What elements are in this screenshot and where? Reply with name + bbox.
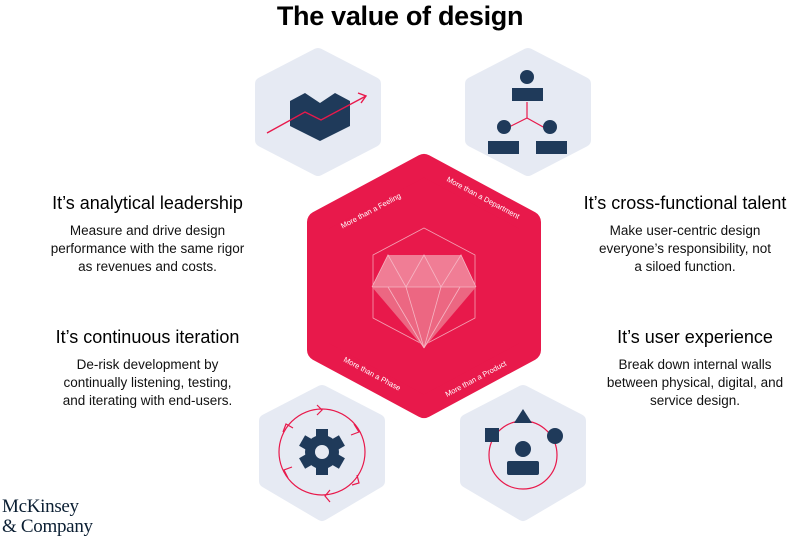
body-line: performance with the same rigor [50, 241, 245, 256]
growth-chart-icon [266, 92, 368, 141]
pillar-heading: It’s user experience [617, 327, 773, 347]
mckinsey-logo: McKinsey & Company [2, 497, 93, 537]
body-line: De-risk development by [76, 357, 219, 372]
pillar-body: Measure and drive design performance wit… [20, 222, 275, 276]
body-line: as revenues and costs. [78, 259, 217, 274]
body-line: a siloed function. [634, 259, 736, 274]
team-hierarchy-icon [488, 70, 567, 154]
pillar-heading: It’s cross-functional talent [583, 193, 787, 213]
pillar-continuous-iteration: It’s continuous iteration De-risk develo… [20, 326, 275, 410]
diamond-icon [371, 254, 477, 349]
body-line: and iterating with end-users. [62, 393, 233, 408]
body-line: between physical, digital, and [606, 375, 784, 390]
pillar-body: De-risk development by continually liste… [20, 356, 275, 410]
body-line: continually listening, testing, [63, 375, 232, 390]
logo-line1: McKinsey [2, 496, 79, 517]
pillar-body: Break down internal walls between physic… [570, 356, 800, 410]
body-line: Break down internal walls [618, 357, 772, 372]
pillar-analytical-leadership: It’s analytical leadership Measure and d… [20, 192, 275, 276]
pillar-cross-functional-talent: It’s cross-functional talent Make user-c… [560, 192, 800, 276]
body-line: Measure and drive design [69, 223, 226, 238]
body-line: Make user-centric design [609, 223, 761, 238]
user-experience-icon [485, 409, 563, 490]
gear-cycle-icon [278, 404, 366, 503]
page-title: The value of design [276, 1, 524, 31]
hex-cross-functional [465, 48, 591, 176]
pillar-heading: It’s analytical leadership [52, 193, 243, 213]
pillar-user-experience: It’s user experience Break down internal… [570, 326, 800, 410]
body-line: everyone’s responsibility, not [598, 241, 772, 256]
body-line: service design. [649, 393, 741, 408]
pillar-body: Make user-centric design everyone’s resp… [560, 222, 800, 276]
pillar-heading: It’s continuous iteration [55, 327, 240, 347]
logo-line2: & Company [2, 516, 93, 537]
